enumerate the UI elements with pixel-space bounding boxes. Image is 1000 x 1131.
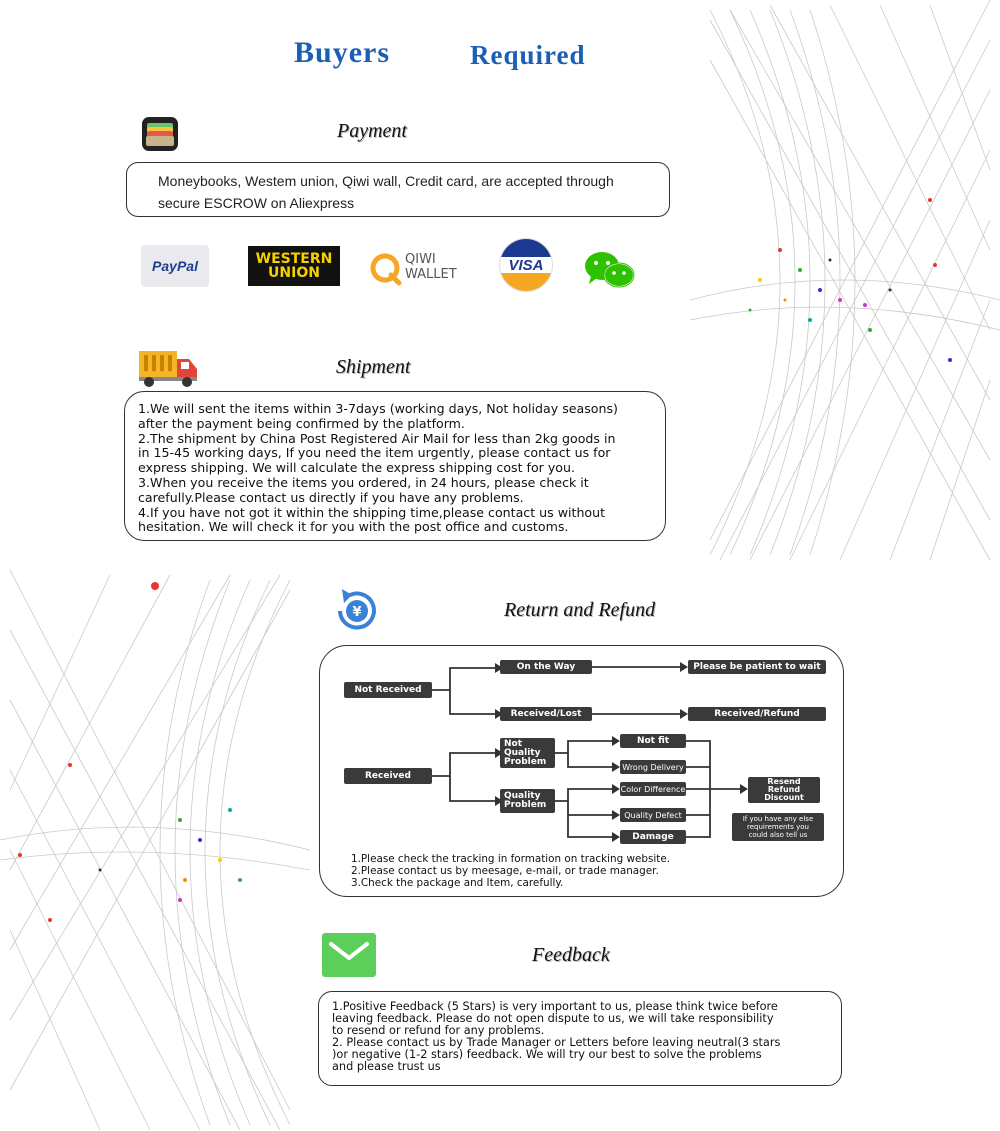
feedback-title: Feedback: [532, 944, 610, 966]
western-union-text-2: UNION: [268, 264, 320, 281]
node-be-patient: Please be patient to wait: [688, 660, 826, 674]
qiwi-text-2: WALLET: [405, 267, 457, 282]
payment-box: Moneybooks, Westem union, Qiwi wall, Cre…: [126, 162, 670, 217]
yuan-refresh-icon: ¥: [330, 585, 384, 637]
node-not-received: Not Received: [344, 682, 432, 698]
western-union-text-1: WESTERN: [255, 250, 333, 267]
qiwi-logo: QIWI WALLET: [369, 248, 469, 288]
return-notes: 1.Please check the tracking in formation…: [351, 853, 670, 889]
node-received: Received: [344, 768, 432, 784]
paypal-logo: PayPal: [141, 245, 209, 287]
qiwi-text-1: QIWI: [405, 252, 436, 267]
truck-icon: [137, 349, 199, 389]
flowchart-connectors: [432, 662, 748, 842]
visa-text: VISA: [508, 256, 544, 274]
node-color-difference: Color Difference: [620, 782, 686, 796]
node-quality-defect: Quality Defect: [620, 808, 686, 822]
return-notes-text: 1.Please check the tracking in formation…: [351, 853, 671, 889]
feedback-text: 1.Positive Feedback (5 Stars) is very im…: [332, 1000, 781, 1073]
visa-logo: VISA: [499, 238, 553, 292]
qiwi-icon: [370, 253, 402, 286]
shipment-title: Shipment: [336, 356, 411, 378]
wallet-icon: [141, 116, 179, 152]
node-resend-refund-discount: Resend Refund Discount: [748, 777, 820, 803]
node-on-the-way: On the Way: [500, 660, 592, 674]
envelope-icon: [321, 932, 377, 978]
wechat-icon: [583, 250, 637, 290]
svg-text:¥: ¥: [352, 605, 361, 620]
node-quality-problem: Quality Problem: [500, 789, 555, 813]
shipment-text: 1.We will sent the items within 3-7days …: [138, 401, 618, 535]
return-refund-title: Return and Refund: [504, 599, 656, 621]
feedback-box: 1.Positive Feedback (5 Stars) is very im…: [318, 991, 842, 1086]
node-wrong-delivery: Wrong Delivery: [620, 760, 686, 774]
decorative-line-art-left: [0, 570, 310, 1130]
node-other-requirements: If you have any else requirements you co…: [732, 813, 824, 841]
node-damage: Damage: [620, 830, 686, 844]
node-received-lost: Received/Lost: [500, 707, 592, 721]
node-not-quality-problem: Not Quality Problem: [500, 738, 555, 768]
decorative-line-art-right: [690, 0, 1000, 561]
node-received-refund: Received/Refund: [688, 707, 826, 721]
node-not-fit: Not fit: [620, 734, 686, 748]
title-buyers: Buyers: [294, 36, 390, 69]
return-refund-box: Not Received On the Way Please be patien…: [319, 645, 844, 897]
payment-title: Payment: [337, 120, 407, 142]
payment-text: Moneybooks, Westem union, Qiwi wall, Cre…: [158, 173, 614, 211]
western-union-logo: WESTERN UNION: [248, 246, 340, 286]
title-required: Required: [470, 40, 586, 70]
shipment-box: 1.We will sent the items within 3-7days …: [124, 391, 666, 541]
paypal-text: PayPal: [152, 258, 198, 274]
